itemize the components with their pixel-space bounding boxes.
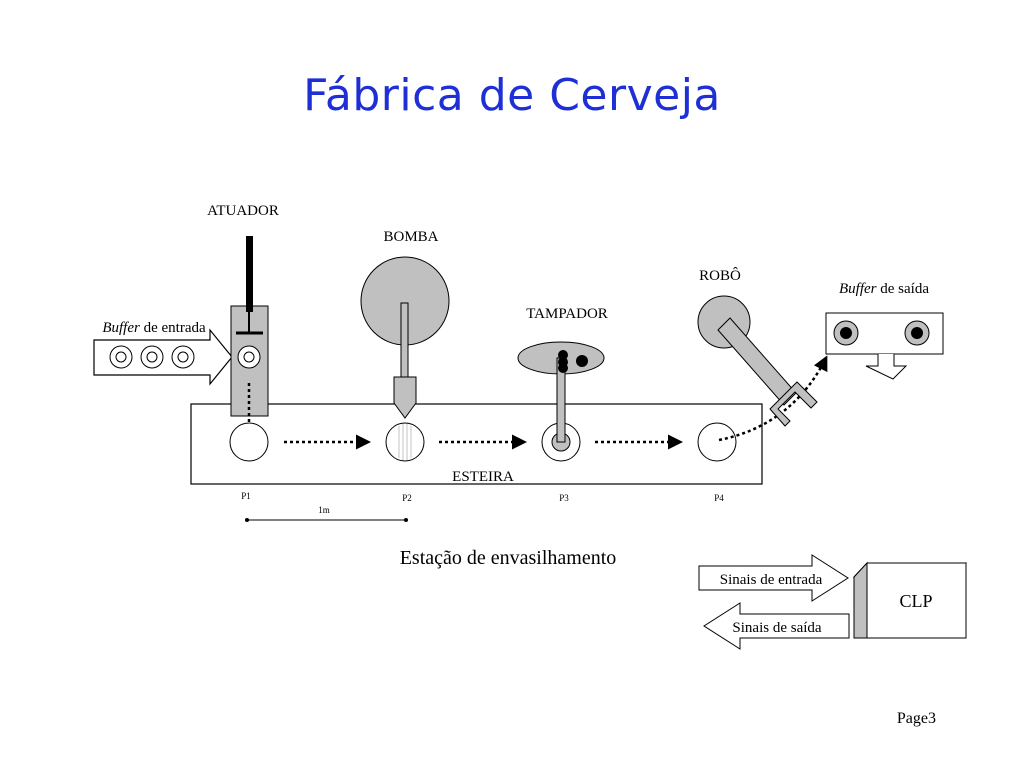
- label-atuador: ATUADOR: [207, 203, 279, 219]
- bottle-p1: [229, 422, 269, 462]
- bottle-p2: [385, 422, 425, 462]
- slide-title: Fábrica de Cerveja: [303, 70, 721, 121]
- label-buffer-saida-italic: Buffer: [839, 281, 877, 297]
- label-buffer-entrada-italic: Buffer: [102, 320, 140, 336]
- scale-bar: [245, 518, 408, 522]
- output-buffer: [825, 312, 944, 380]
- capper: [517, 341, 605, 443]
- input-buffer: [93, 328, 233, 386]
- pump: [360, 256, 450, 419]
- robot: [697, 295, 818, 427]
- output-signals-arrow: [703, 602, 850, 650]
- label-buffer-entrada: Buffer de entrada: [102, 320, 206, 336]
- label-p1: P1: [241, 491, 251, 501]
- label-bomba: BOMBA: [383, 229, 438, 245]
- clp-box: [852, 561, 968, 639]
- conveyor-belt: [190, 403, 763, 485]
- label-p4: P4: [714, 493, 724, 503]
- label-p2: P2: [402, 493, 412, 503]
- label-p3: P3: [559, 493, 569, 503]
- label-buffer-entrada-rest: de entrada: [140, 320, 206, 336]
- label-buffer-saida: Buffer de saída: [839, 281, 929, 297]
- input-signals-arrow: [698, 554, 849, 602]
- label-tampador: TAMPADOR: [526, 306, 608, 322]
- label-buffer-saida-rest: de saída: [877, 281, 930, 297]
- label-sinais-saida: Sinais de saída: [732, 620, 821, 636]
- diagram-caption: Estação de envasilhamento: [400, 547, 617, 569]
- page-number: Page3: [896, 710, 936, 727]
- label-clp: CLP: [899, 591, 932, 611]
- label-robo: ROBÔ: [699, 267, 741, 284]
- bottle-p4: [697, 422, 737, 462]
- actuator: [230, 236, 269, 439]
- label-scale: 1m: [318, 505, 330, 515]
- label-sinais-entrada: Sinais de entrada: [720, 572, 823, 588]
- label-esteira: ESTEIRA: [452, 469, 514, 485]
